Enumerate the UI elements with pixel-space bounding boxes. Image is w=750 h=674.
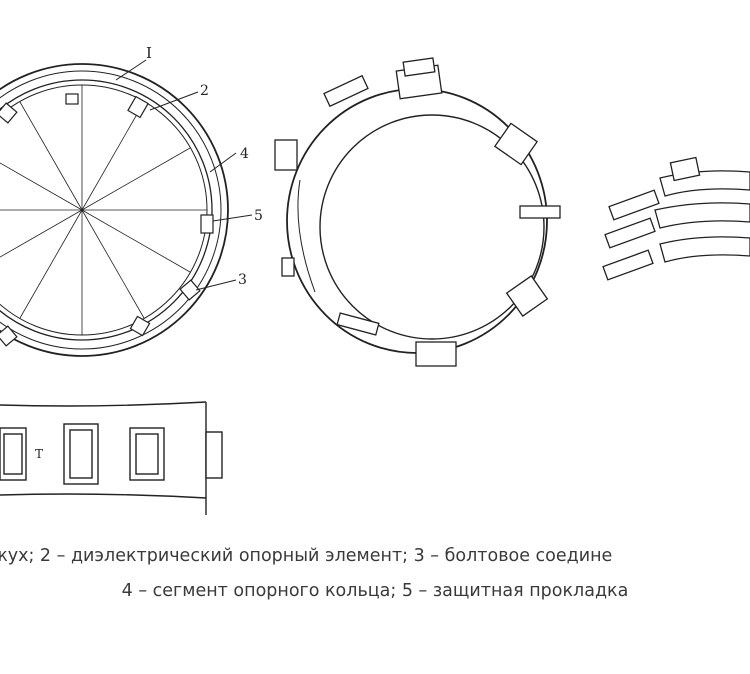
figure-segments	[602, 156, 750, 281]
callout-3: 3	[238, 272, 247, 288]
leader-lines	[115, 59, 253, 291]
radial-lines	[0, 85, 207, 335]
figure-front-view	[0, 59, 253, 357]
outer-casing	[0, 63, 229, 357]
figure-bottom-view	[0, 401, 223, 515]
callout-5: 5	[254, 208, 263, 224]
caption-line-2: 4 – сегмент опорного кольца; 5 – защитна…	[121, 581, 629, 601]
outer-casing-inner-edge	[0, 70, 222, 350]
ring-band-shading	[297, 179, 316, 293]
callout-1: I	[146, 44, 152, 62]
bottom-view-end-tab	[205, 431, 223, 479]
support-ring	[0, 79, 213, 341]
ring-brackets	[274, 57, 561, 367]
bottom-view-top-edge	[0, 401, 207, 407]
figure-isometric-ring	[274, 57, 561, 367]
bottom-view-blocks	[0, 423, 165, 485]
dielectric-supports	[0, 93, 214, 347]
callout-4: 4	[240, 146, 249, 162]
ring-inner-edge	[319, 114, 545, 340]
callout-2: 2	[200, 83, 209, 99]
caption-line-1: жух; 2 – диэлектрический опорный элемент…	[0, 546, 613, 566]
bottom-view-bottom-edge	[0, 493, 207, 499]
segment-3	[602, 236, 750, 281]
segment-2	[604, 202, 750, 249]
bottom-view-label: T	[35, 447, 43, 461]
segment-1	[608, 156, 750, 221]
